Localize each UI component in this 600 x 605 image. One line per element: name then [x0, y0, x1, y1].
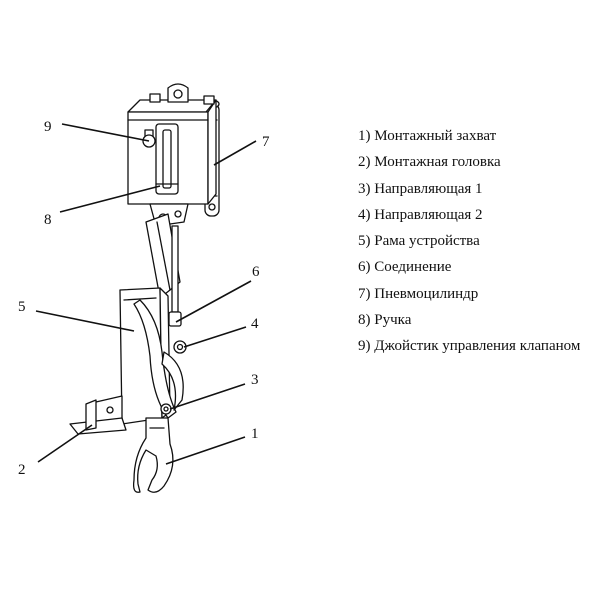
- mounting-head: [69, 395, 127, 435]
- leader-1: [165, 436, 246, 465]
- callout-5: 5: [18, 299, 26, 315]
- mounting-gripper: [132, 417, 174, 493]
- callout-6: 6: [252, 264, 260, 280]
- leader-6: [175, 280, 252, 323]
- legend-item-handle: 8) Ручка: [358, 312, 412, 329]
- callout-8: 8: [44, 212, 52, 228]
- leader-7: [213, 140, 257, 166]
- legend-item-valve-joystick: 9) Джойстик управления клапаном: [358, 338, 581, 355]
- leader-5: [35, 310, 135, 332]
- legend-item-connection: 6) Соединение: [358, 259, 452, 276]
- leader-8: [59, 185, 161, 213]
- leader-3: [169, 383, 246, 410]
- leader-lines: [35, 123, 257, 465]
- parts-legend: 1) Монтажный захват 2) Монтажная головка…: [358, 123, 580, 360]
- callout-7: 7: [262, 134, 270, 150]
- guide-2-bolt: [173, 340, 187, 354]
- callout-2: 2: [18, 462, 26, 478]
- leader-2: [37, 424, 93, 463]
- callout-4: 4: [251, 316, 259, 332]
- legend-item-guide-1: 3) Направляющая 1: [358, 180, 483, 197]
- legend-item-mounting-head: 2) Монтажная головка: [358, 154, 501, 171]
- handle: [155, 123, 179, 195]
- callout-1: 1: [251, 426, 259, 442]
- guide-1-bolt: [160, 403, 172, 415]
- leader-4: [183, 326, 247, 348]
- legend-item-mounting-gripper: 1) Монтажный захват: [358, 128, 497, 144]
- leader-9: [61, 123, 150, 142]
- legend-item-pneumatic-cylinder: 7) Пневмоцилиндр: [358, 285, 479, 302]
- valve-joystick: [142, 129, 156, 148]
- callout-9: 9: [44, 119, 52, 135]
- legend-item-guide-2: 4) Направляющая 2: [358, 206, 483, 223]
- top-bracket: [149, 83, 215, 105]
- callout-3: 3: [251, 372, 259, 388]
- legend-item-device-frame: 5) Рама устройства: [358, 233, 480, 250]
